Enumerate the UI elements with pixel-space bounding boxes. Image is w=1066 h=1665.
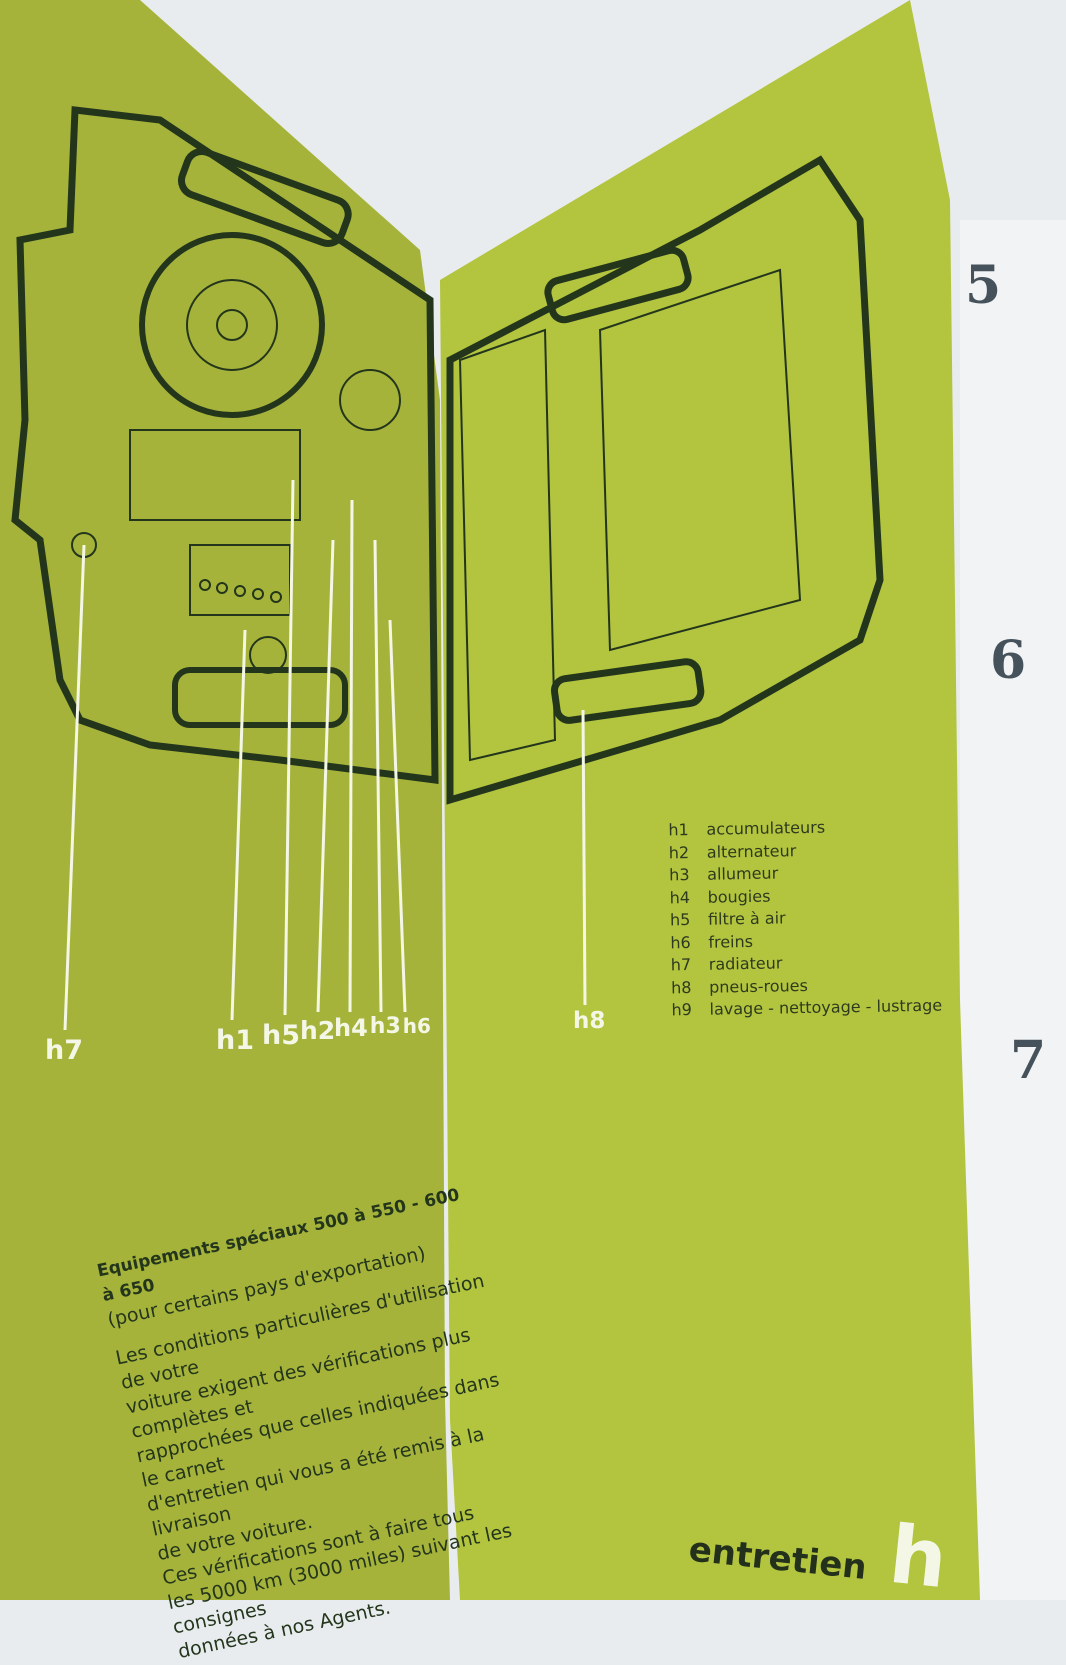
callout-h2: h2 (300, 1016, 336, 1045)
callout-h6: h6 (402, 1014, 431, 1038)
callout-h1: h1 (216, 1025, 255, 1056)
tab-6[interactable]: 6 (990, 630, 1027, 691)
tab-5[interactable]: 5 (965, 255, 1002, 316)
tab-7[interactable]: 7 (1010, 1030, 1047, 1091)
callout-h3: h3 (369, 1014, 401, 1039)
chapter-word: entretien (686, 1529, 869, 1589)
right-page (440, 0, 980, 1600)
callout-group: h4 h3 h6 (334, 1014, 431, 1042)
callout-h5: h5 (262, 1020, 301, 1051)
callout-h7: h7 (45, 1035, 84, 1066)
engine-diagram (11, 106, 884, 1031)
callout-h4: h4 (334, 1014, 368, 1042)
index-tabs: 5 6 7 (960, 220, 1066, 1600)
callout-h8: h8 (573, 1008, 606, 1034)
chapter-letter: h (885, 1507, 952, 1607)
